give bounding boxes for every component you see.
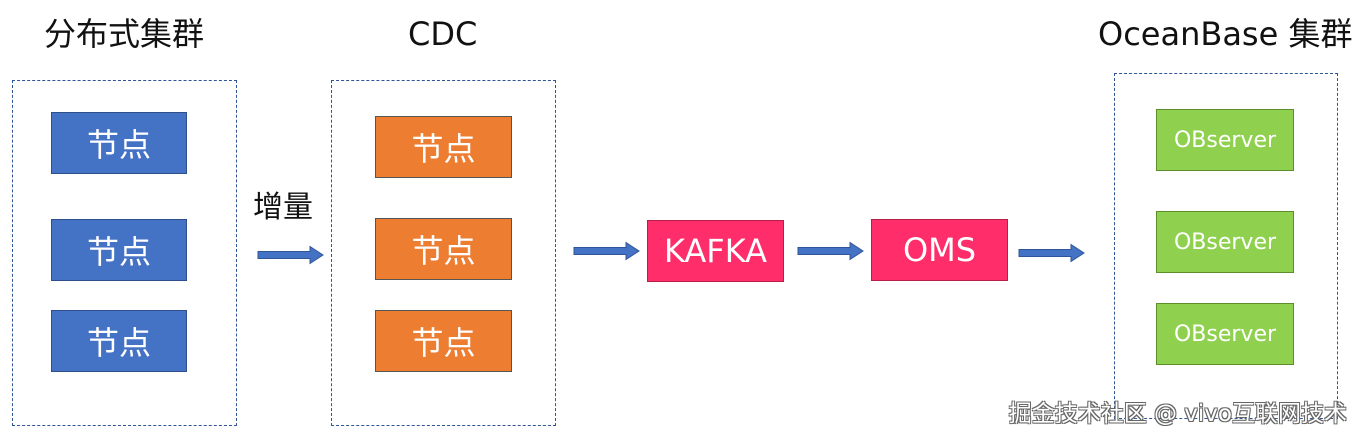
watermark-text: 掘金技术社区 @ vivo互联网技术 — [1008, 401, 1347, 427]
arrow-cluster-to-cdc — [257, 245, 324, 265]
cluster-node: 节点 — [51, 112, 187, 174]
cluster-node: 节点 — [51, 310, 187, 372]
observer-node: OBserver — [1156, 109, 1294, 171]
cdc-group — [331, 80, 556, 426]
cdc-node: 节点 — [375, 116, 512, 178]
oms-node: OMS — [871, 219, 1008, 281]
arrow-oms-to-oceanbase — [1018, 243, 1085, 263]
oceanbase-group — [1114, 73, 1338, 419]
arrow-cdc-to-kafka — [573, 241, 640, 261]
cluster-node: 节点 — [51, 219, 187, 281]
cdc-node: 节点 — [375, 218, 512, 280]
incremental-label: 增量 — [253, 190, 313, 225]
cdc-node: 节点 — [375, 310, 512, 372]
oceanbase-title: OceanBase 集群 — [1098, 15, 1353, 53]
cluster-title: 分布式集群 — [44, 15, 205, 53]
observer-node: OBserver — [1156, 303, 1294, 365]
cluster-group — [12, 80, 237, 426]
cdc-title: CDC — [408, 15, 478, 53]
kafka-node: KAFKA — [647, 220, 784, 282]
observer-node: OBserver — [1156, 211, 1294, 273]
arrow-kafka-to-oms — [797, 241, 864, 261]
